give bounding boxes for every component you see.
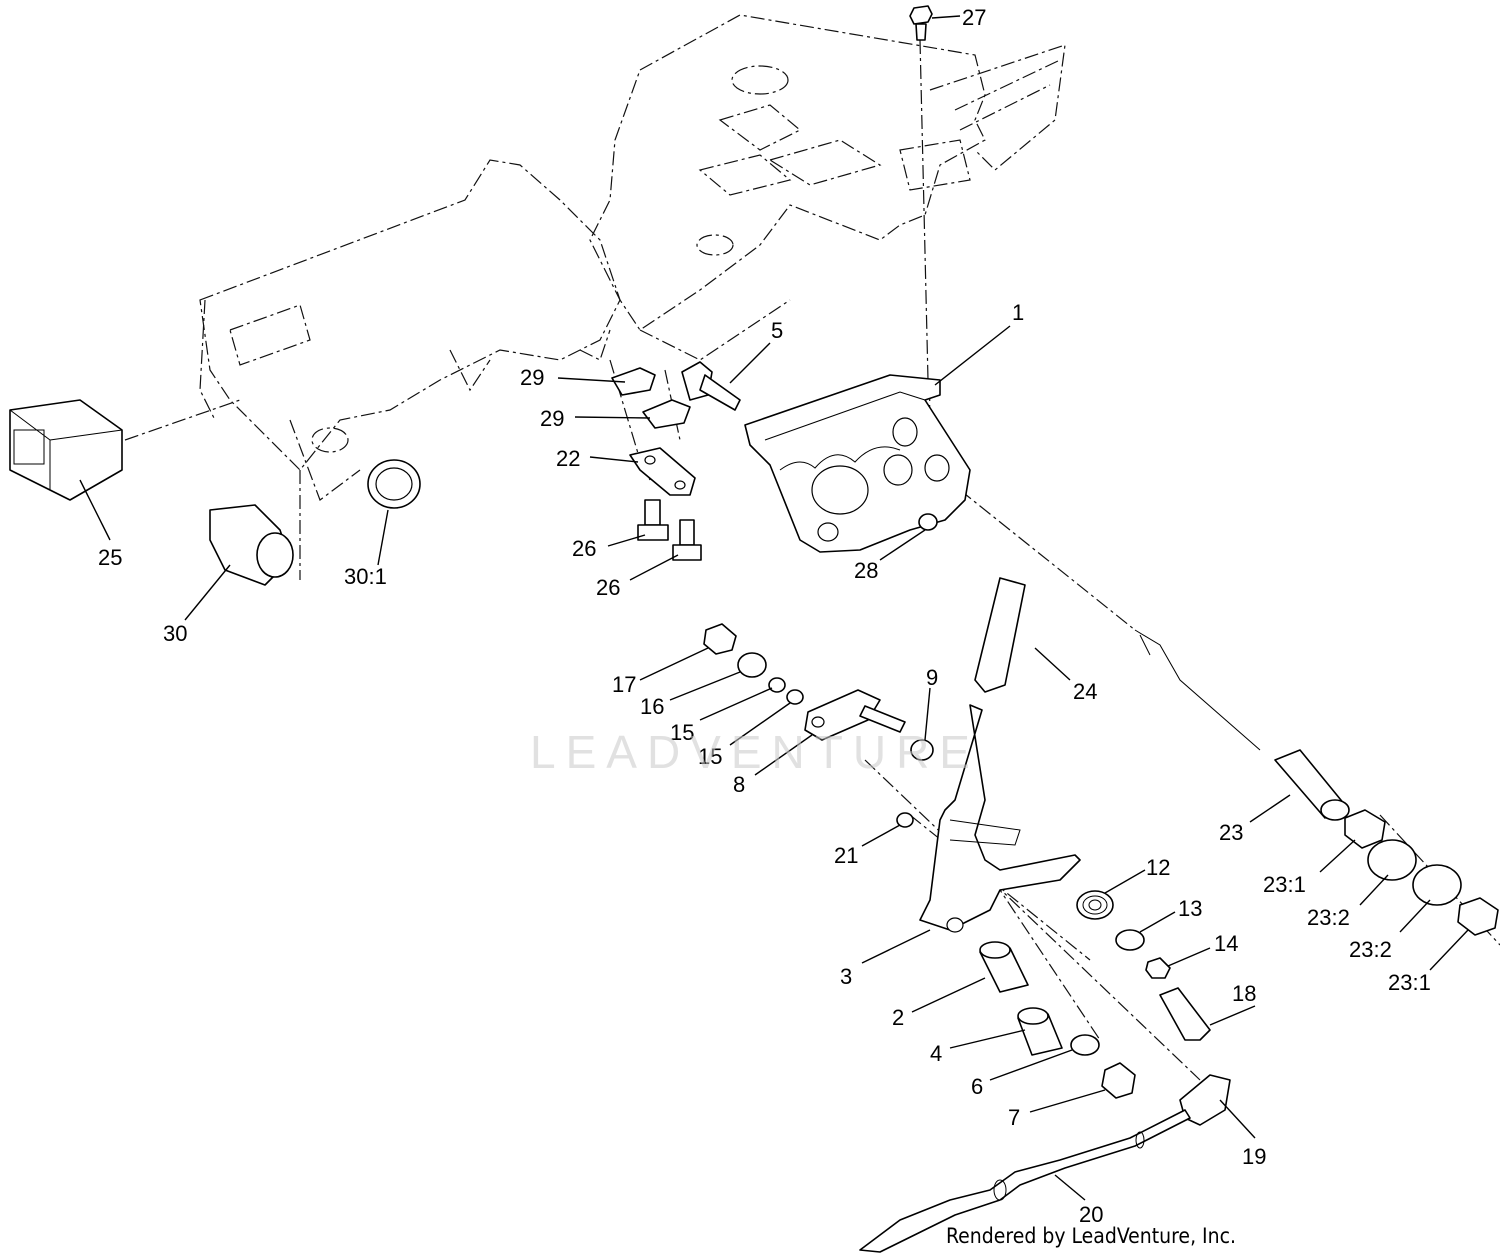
callout-18: 18 <box>1232 981 1256 1006</box>
lockwasher-23-2-a <box>1367 839 1417 881</box>
callout-labels: 27 1 5 29 29 22 26 26 28 25 30 30:1 17 1… <box>98 5 1431 1227</box>
callout-6: 6 <box>971 1074 983 1099</box>
callout-14: 14 <box>1214 931 1238 956</box>
callout-9: 9 <box>926 665 938 690</box>
washer-16 <box>737 652 767 678</box>
render-credit: Rendered by LeadVenture, Inc. <box>946 1224 1236 1248</box>
callout-23-2-a: 23:2 <box>1307 905 1350 930</box>
callout-22: 22 <box>556 446 580 471</box>
callout-30: 30 <box>163 621 187 646</box>
stud-18 <box>1159 987 1211 1041</box>
grip-24 <box>974 577 1026 693</box>
callout-27: 27 <box>962 5 986 30</box>
nut-23-1-a <box>1344 809 1386 849</box>
callout-20: 20 <box>1079 1202 1103 1227</box>
washer-15-a <box>768 677 786 693</box>
bolt-27 <box>909 5 933 41</box>
clip-29-upper <box>611 367 656 396</box>
bracket-plate-1 <box>744 374 971 553</box>
callout-29-b: 29 <box>540 406 564 431</box>
callout-5: 5 <box>771 318 783 343</box>
switch-assembly-23 <box>1134 629 1350 821</box>
callout-17: 17 <box>612 672 636 697</box>
leader-lines <box>79 15 1469 1201</box>
callout-15-a: 15 <box>670 720 694 745</box>
callout-1: 1 <box>1012 300 1024 325</box>
washer-13 <box>1115 929 1145 951</box>
callout-8: 8 <box>733 772 745 797</box>
callout-26-a: 26 <box>572 536 596 561</box>
callout-4: 4 <box>930 1041 942 1066</box>
bushing-2 <box>979 941 1029 993</box>
callout-24: 24 <box>1073 679 1097 704</box>
callout-21: 21 <box>834 843 858 868</box>
bolt-26-left <box>637 499 669 541</box>
callout-23: 23 <box>1219 820 1243 845</box>
leadventure-watermark: LEADVENTURE <box>530 726 980 778</box>
plate-22 <box>629 447 696 496</box>
callout-3: 3 <box>840 964 852 989</box>
bushing-9 <box>910 739 934 761</box>
callout-28: 28 <box>854 558 878 583</box>
washer-6 <box>1070 1034 1100 1056</box>
nut-21 <box>896 812 914 828</box>
callout-26-b: 26 <box>596 575 620 600</box>
bushing-4 <box>1017 1007 1063 1056</box>
callout-16: 16 <box>640 694 664 719</box>
callout-12: 12 <box>1146 855 1170 880</box>
spring-12 <box>1076 890 1114 920</box>
nut-28 <box>918 513 938 531</box>
washer-15-b <box>786 689 804 705</box>
callout-13: 13 <box>1178 896 1202 921</box>
clip-29-lower <box>642 399 691 429</box>
callout-25: 25 <box>98 545 122 570</box>
bushing-30 <box>209 504 294 586</box>
bolt-5 <box>681 361 741 411</box>
callout-30-1: 30:1 <box>344 564 387 589</box>
nut-17 <box>703 623 737 655</box>
control-lever-3 <box>919 704 1081 933</box>
callout-19: 19 <box>1242 1144 1266 1169</box>
nut-7 <box>1101 1062 1136 1099</box>
callout-23-1-a: 23:1 <box>1263 872 1306 897</box>
callout-23-2-b: 23:2 <box>1349 937 1392 962</box>
bolt-26-right <box>672 519 702 561</box>
callout-2: 2 <box>892 1005 904 1030</box>
callout-7: 7 <box>1008 1105 1020 1130</box>
callout-23-1-b: 23:1 <box>1388 970 1431 995</box>
nut-14 <box>1145 957 1171 979</box>
hour-meter-25 <box>9 399 123 501</box>
callout-29-a: 29 <box>520 365 544 390</box>
link-8 <box>804 689 906 741</box>
nut-23-1-b <box>1457 897 1499 936</box>
cable-20 <box>859 1109 1191 1253</box>
callout-15-b: 15 <box>698 744 722 769</box>
lockwasher-23-2-b <box>1412 864 1462 906</box>
ring-30-1 <box>367 459 421 509</box>
